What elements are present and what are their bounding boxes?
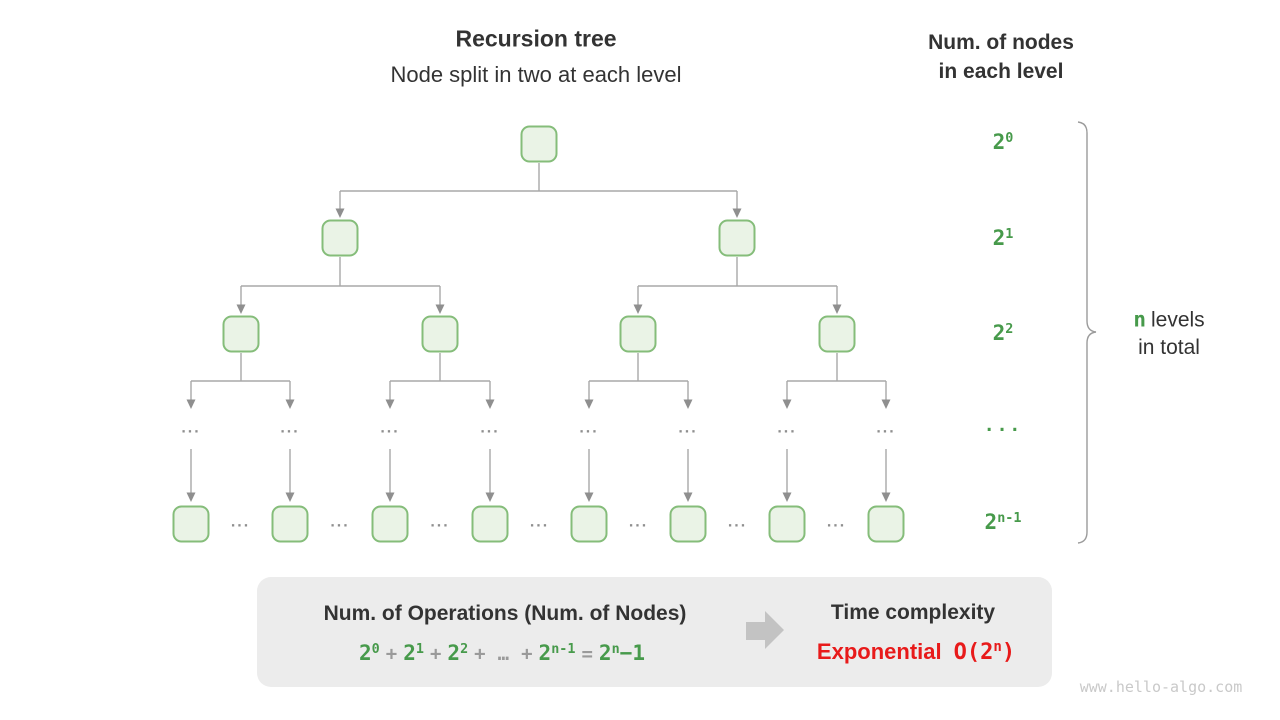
tree-node xyxy=(421,315,459,353)
formula-operator: + xyxy=(521,643,533,665)
formula-ellipsis: … xyxy=(497,643,510,665)
arrowhead-icon xyxy=(683,399,693,409)
summary-panel xyxy=(257,577,1052,687)
right-block-arrow-icon xyxy=(746,611,784,649)
complexity-value: Exponential O(2n) xyxy=(817,639,1015,665)
formula-operator: + xyxy=(385,643,398,665)
right-header-line2: in each level xyxy=(938,60,1064,83)
n-highlight: n xyxy=(1133,307,1146,332)
arrowhead-icon xyxy=(782,399,792,409)
tree-node xyxy=(371,505,409,543)
watermark: www.hello-algo.com xyxy=(1079,678,1243,696)
ellipsis: ... xyxy=(628,513,649,531)
arrowhead-icon xyxy=(782,492,792,502)
tree-node xyxy=(271,505,309,543)
tree-lines xyxy=(190,163,887,493)
tree-node xyxy=(619,315,657,353)
tree-node xyxy=(172,505,210,543)
ellipsis: ... xyxy=(181,419,201,437)
ellipsis: ... xyxy=(876,419,896,437)
formula-equals: = xyxy=(581,643,593,665)
arrowhead-icon xyxy=(732,208,742,218)
tree-node xyxy=(570,505,608,543)
time-complexity-title: Time complexity xyxy=(830,601,996,624)
tree-node xyxy=(222,315,260,353)
level-count-label: 21 xyxy=(992,226,1014,250)
ellipsis: ... xyxy=(777,419,797,437)
tree-node xyxy=(520,125,558,163)
arrowhead-icon xyxy=(186,399,196,409)
tree-node xyxy=(471,505,509,543)
arrowhead-icon xyxy=(236,304,246,314)
level-count-label: 22 xyxy=(992,321,1014,345)
arrowhead-icon xyxy=(633,304,643,314)
tree-node xyxy=(669,505,707,543)
formula-operator: + xyxy=(474,643,486,665)
ellipsis: ... xyxy=(380,419,400,437)
ellipsis: ... xyxy=(330,513,350,531)
complexity-word: Exponential xyxy=(816,639,942,664)
arrowhead-icon xyxy=(881,492,891,502)
tree-node xyxy=(867,505,905,543)
arrowhead-icon xyxy=(683,492,693,502)
arrowhead-icon xyxy=(584,492,594,502)
arrowhead-icon xyxy=(186,492,196,502)
ellipsis: ... xyxy=(430,513,450,531)
formula-term: 21 xyxy=(403,641,424,665)
right-header-line1: Num. of nodes xyxy=(928,31,1074,54)
arrowhead-icon xyxy=(832,304,842,314)
formula-term: 2n-1 xyxy=(538,641,576,665)
ellipsis: ... xyxy=(480,419,500,437)
ellipsis: ... xyxy=(230,513,251,531)
diagram-title: Recursion tree xyxy=(455,25,617,52)
arrowhead-icon xyxy=(485,399,495,409)
arrowhead-icon xyxy=(881,399,891,409)
level-count-label: 20 xyxy=(992,130,1014,154)
arrowhead-icon xyxy=(584,399,594,409)
ellipsis: ... xyxy=(579,419,599,437)
formula-term: 22 xyxy=(447,641,469,665)
arrowhead-icon xyxy=(385,492,395,502)
arrowhead-icon xyxy=(385,399,395,409)
diagram-subtitle: Node split in two at each level xyxy=(390,62,682,87)
brace xyxy=(1077,121,1097,544)
tree-node xyxy=(818,315,856,353)
big-o-notation: O(2n) xyxy=(953,639,1016,665)
arrowhead-icon xyxy=(435,304,445,314)
ellipsis: ... xyxy=(529,513,550,531)
right-column-header: Num. of nodes in each level xyxy=(928,28,1074,86)
level-count-ellipsis: ... xyxy=(983,414,1023,436)
arrowhead-icon xyxy=(285,492,295,502)
arrowhead-icon xyxy=(335,208,345,218)
ellipsis: ... xyxy=(678,419,698,437)
tree-node xyxy=(768,505,806,543)
tree-node xyxy=(718,219,756,257)
ellipsis: ... xyxy=(280,419,300,437)
arrowhead-icon xyxy=(285,399,295,409)
level-count-label: 2n-1 xyxy=(984,510,1022,534)
formula-term: 20 xyxy=(359,641,380,665)
arrowhead-icon xyxy=(485,492,495,502)
ellipsis: ... xyxy=(727,513,748,531)
formula-operator: + xyxy=(429,643,442,665)
operations-title: Num. of Operations (Num. of Nodes) xyxy=(323,602,687,625)
formula-result: 2n−1 xyxy=(598,641,645,665)
tree-node xyxy=(321,219,359,257)
operations-formula: 20+21+22+…+2n-1=2n−1 xyxy=(359,641,645,665)
brace-label-line2: in total xyxy=(1138,336,1200,359)
ellipsis: ... xyxy=(826,513,847,531)
